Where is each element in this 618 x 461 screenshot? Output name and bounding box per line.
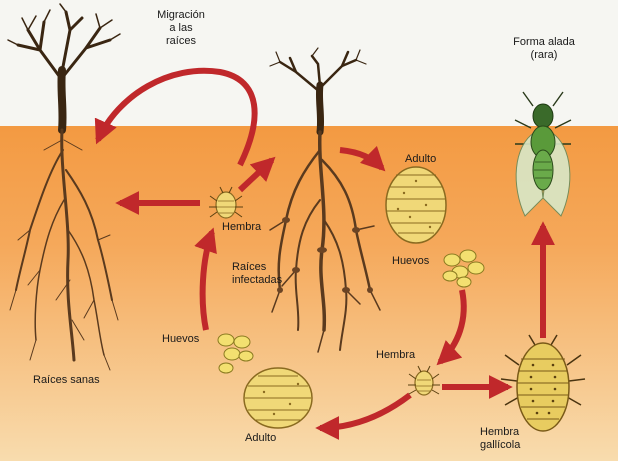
- label-migration-line: Migración a las raíces: [157, 9, 205, 47]
- label-infected-roots-text: Raíces infectadas: [232, 261, 282, 286]
- label-eggs-right-text: Huevos: [392, 255, 429, 267]
- label-female-right-text: Hembra: [376, 349, 415, 361]
- sky-background: [0, 0, 618, 128]
- label-infected-roots: Raíces infectadas: [232, 261, 282, 287]
- label-adult-top: Adulto: [405, 153, 436, 166]
- label-adult-bottom-text: Adulto: [245, 432, 276, 444]
- label-healthy-roots-text: Raíces sanas: [33, 374, 100, 386]
- label-migration-to-roots: Migración a las raíces: [150, 9, 212, 48]
- label-winged-text: Forma alada (rara): [513, 36, 575, 61]
- label-gall-female: Hembra gallícola: [480, 426, 520, 452]
- adult-insect-bottom: [244, 368, 312, 428]
- label-female-center-text: Hembra: [222, 221, 261, 233]
- label-adult-bottom: Adulto: [245, 432, 276, 445]
- label-healthy-roots: Raíces sanas: [33, 374, 100, 387]
- label-gall-female-text: Hembra gallícola: [480, 426, 520, 451]
- label-winged-form: Forma alada (rara): [498, 36, 590, 62]
- label-adult-top-text: Adulto: [405, 153, 436, 165]
- label-eggs-right: Huevos: [392, 255, 429, 268]
- label-female-right: Hembra: [376, 349, 415, 362]
- label-eggs-left: Huevos: [162, 333, 199, 346]
- adult-insect-top: [386, 167, 446, 243]
- label-eggs-left-text: Huevos: [162, 333, 199, 345]
- label-female-center: Hembra: [222, 221, 261, 234]
